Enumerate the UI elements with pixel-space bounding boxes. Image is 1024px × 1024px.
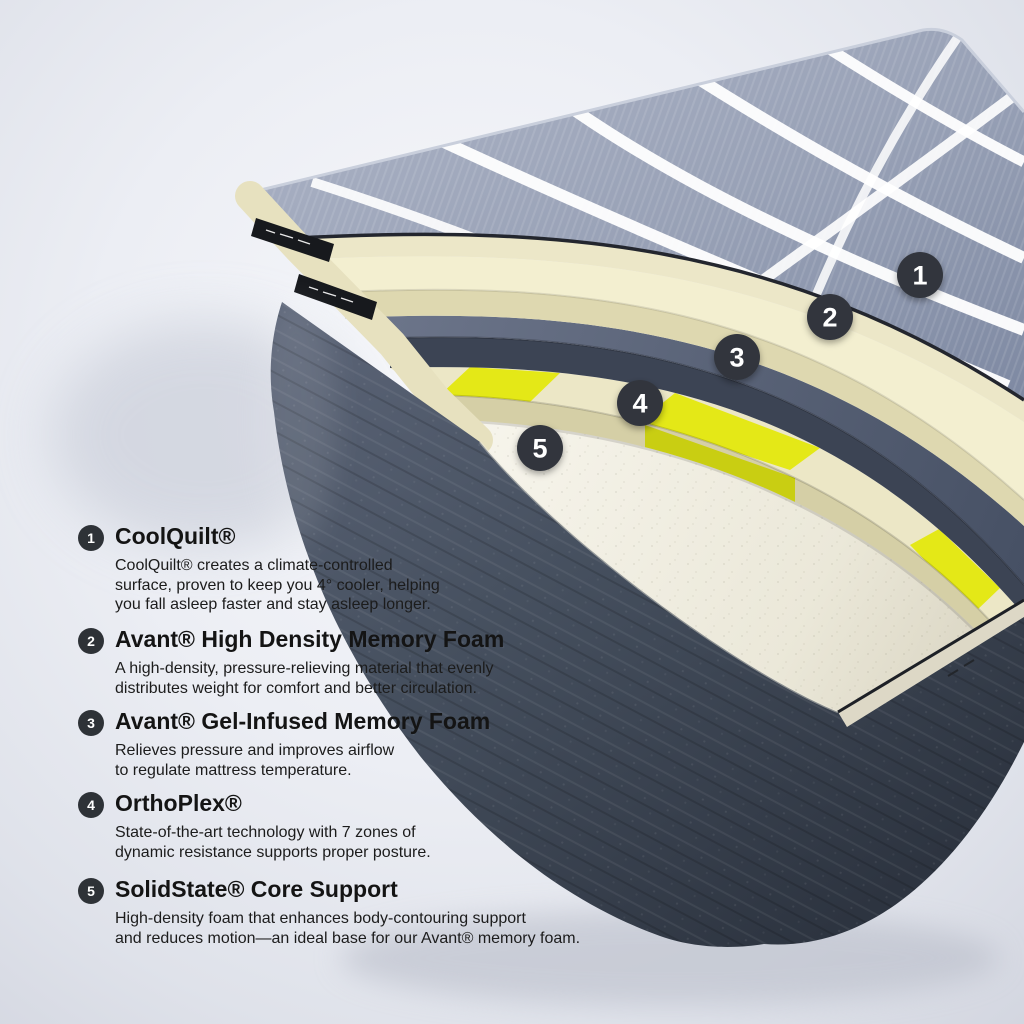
legend-item-1-content: CoolQuilt® CoolQuilt® creates a climate-… bbox=[115, 523, 440, 615]
foot-tape-edge bbox=[837, 598, 1024, 714]
foot-tape-strip bbox=[838, 600, 1024, 727]
gel-foam-edge-line bbox=[389, 336, 1024, 586]
legend-badge-4-number: 4 bbox=[87, 797, 95, 813]
legend-item-3-content: Avant® Gel-Infused Memory Foam Relieves … bbox=[115, 708, 490, 780]
orthoplex-zone-3 bbox=[910, 529, 1000, 612]
orthoplex-edge-line bbox=[434, 394, 1024, 661]
orthoplex-cut-face bbox=[435, 395, 1024, 684]
legend-description-line: distributes weight for comfort and bette… bbox=[115, 679, 477, 697]
layer-badge-2: 2 bbox=[807, 294, 853, 340]
legend-title-3: Avant® Gel-Infused Memory Foam bbox=[115, 708, 491, 734]
legend-description-line: and reduces motion—an ideal base for our… bbox=[115, 929, 581, 947]
cover-piping-edge bbox=[294, 232, 1024, 402]
legend-description-line: surface, proven to keep you 4° cooler, h… bbox=[115, 576, 440, 594]
orthoplex-yellow-zones bbox=[440, 367, 1000, 612]
orthoplex-zone-1 bbox=[440, 367, 560, 402]
orthoplex-cut-face-yellow-zone bbox=[645, 425, 795, 502]
core-floor-contact-shadow bbox=[434, 416, 1024, 686]
layer-legend: 1 CoolQuilt® CoolQuilt® creates a climat… bbox=[78, 523, 580, 948]
side-fabric bbox=[256, 295, 1024, 947]
legend-description-line: High-density foam that enhances body-con… bbox=[115, 910, 526, 927]
layer-badge-4: 4 bbox=[617, 380, 663, 426]
orthoplex-layer bbox=[390, 367, 1024, 684]
legend-item-gel-infused-foam: 3 Avant® Gel-Infused Memory Foam Relieve… bbox=[78, 708, 490, 780]
legend-description-line: to regulate mattress temperature. bbox=[115, 761, 352, 779]
legend-description-line: CoolQuilt® creates a climate-controlled bbox=[115, 557, 393, 574]
legend-badge-1-number: 1 bbox=[87, 530, 95, 546]
layer-badges: 1 2 3 4 5 bbox=[517, 252, 943, 471]
legend-badge-1: 1 bbox=[78, 525, 104, 551]
layer-badge-5-number: 5 bbox=[532, 434, 547, 464]
memory-foam-top-surface bbox=[295, 256, 1024, 500]
layer-badge-5: 5 bbox=[517, 425, 563, 471]
layer-badge-3-circle bbox=[714, 334, 760, 380]
legend-badge-2-number: 2 bbox=[87, 633, 95, 649]
legend-badge-5: 5 bbox=[78, 878, 104, 904]
layer-badge-4-number: 4 bbox=[632, 389, 647, 419]
legend-item-high-density-foam: 2 Avant® High Density Memory Foam A high… bbox=[78, 626, 504, 698]
legend-badge-3-number: 3 bbox=[87, 715, 95, 731]
side-top-seam-highlight bbox=[479, 441, 839, 714]
gel-foam-cut-face bbox=[390, 337, 1024, 615]
brand-tape-upper bbox=[251, 218, 334, 262]
legend-badge-2: 2 bbox=[78, 628, 104, 654]
legend-description-line: you fall asleep faster and stay asleep l… bbox=[115, 596, 431, 613]
legend-item-solidstate-core: 5 SolidState® Core Support High-density … bbox=[78, 876, 580, 948]
memory-foam-edge-line bbox=[344, 288, 1024, 501]
legend-item-4-content: OrthoPlex® State-of-the-art technology w… bbox=[115, 790, 431, 862]
layer-badge-5-circle bbox=[517, 425, 563, 471]
legend-item-orthoplex: 4 OrthoPlex® State-of-the-art technology… bbox=[78, 790, 431, 862]
legend-item-2-content: Avant® High Density Memory Foam A high-d… bbox=[115, 626, 504, 698]
legend-title-2: Avant® High Density Memory Foam bbox=[115, 626, 505, 652]
layer-badge-2-number: 2 bbox=[822, 303, 837, 333]
gel-foam-layer bbox=[345, 315, 1024, 615]
foot-tape-text-marks bbox=[947, 659, 975, 677]
layer-badge-2-circle bbox=[807, 294, 853, 340]
brand-tape-lower bbox=[294, 274, 377, 320]
legend-item-5-content: SolidState® Core Support High-density fo… bbox=[115, 876, 580, 948]
legend-description-line: dynamic resistance supports proper postu… bbox=[115, 843, 431, 861]
brand-tape-upper-text-marks bbox=[265, 229, 311, 245]
brand-tape-lower-text-marks bbox=[308, 286, 354, 303]
cover-top-edge-highlight bbox=[251, 27, 1024, 194]
layer-badge-1-circle bbox=[897, 252, 943, 298]
legend-description-line: A high-density, pressure-relieving mater… bbox=[115, 660, 494, 677]
memory-foam-layer bbox=[295, 256, 1024, 526]
layer-badge-4-circle bbox=[617, 380, 663, 426]
legend-title-1: CoolQuilt® bbox=[115, 523, 236, 549]
side-fabric-corner-highlight bbox=[256, 295, 336, 545]
legend-description-line: Relieves pressure and improves airflow bbox=[115, 742, 395, 759]
cover-stripe-7 bbox=[809, 31, 964, 302]
legend-badge-3: 3 bbox=[78, 710, 104, 736]
layer-badge-3-number: 3 bbox=[729, 343, 744, 373]
cover-cut-face bbox=[295, 234, 1024, 422]
legend-badge-4: 4 bbox=[78, 792, 104, 818]
head-end-cross-section bbox=[235, 181, 493, 455]
legend-title-4: OrthoPlex® bbox=[115, 790, 242, 816]
legend-item-coolquilt: 1 CoolQuilt® CoolQuilt® creates a climat… bbox=[78, 523, 440, 615]
side-fabric-texture bbox=[270, 302, 1024, 947]
gel-foam-top-surface bbox=[345, 315, 1024, 585]
core-floor-texture bbox=[435, 419, 1024, 770]
legend-description-line: State-of-the-art technology with 7 zones… bbox=[115, 824, 416, 841]
legend-title-5: SolidState® Core Support bbox=[115, 876, 398, 902]
legend-badge-5-number: 5 bbox=[87, 883, 95, 899]
layer-badge-1: 1 bbox=[897, 252, 943, 298]
core-support-layer bbox=[434, 416, 1024, 770]
layer-badge-3: 3 bbox=[714, 334, 760, 380]
orthoplex-zone-2 bbox=[640, 393, 820, 470]
layer-badge-1-number: 1 bbox=[912, 261, 927, 291]
memory-foam-cut-face bbox=[345, 289, 1024, 526]
